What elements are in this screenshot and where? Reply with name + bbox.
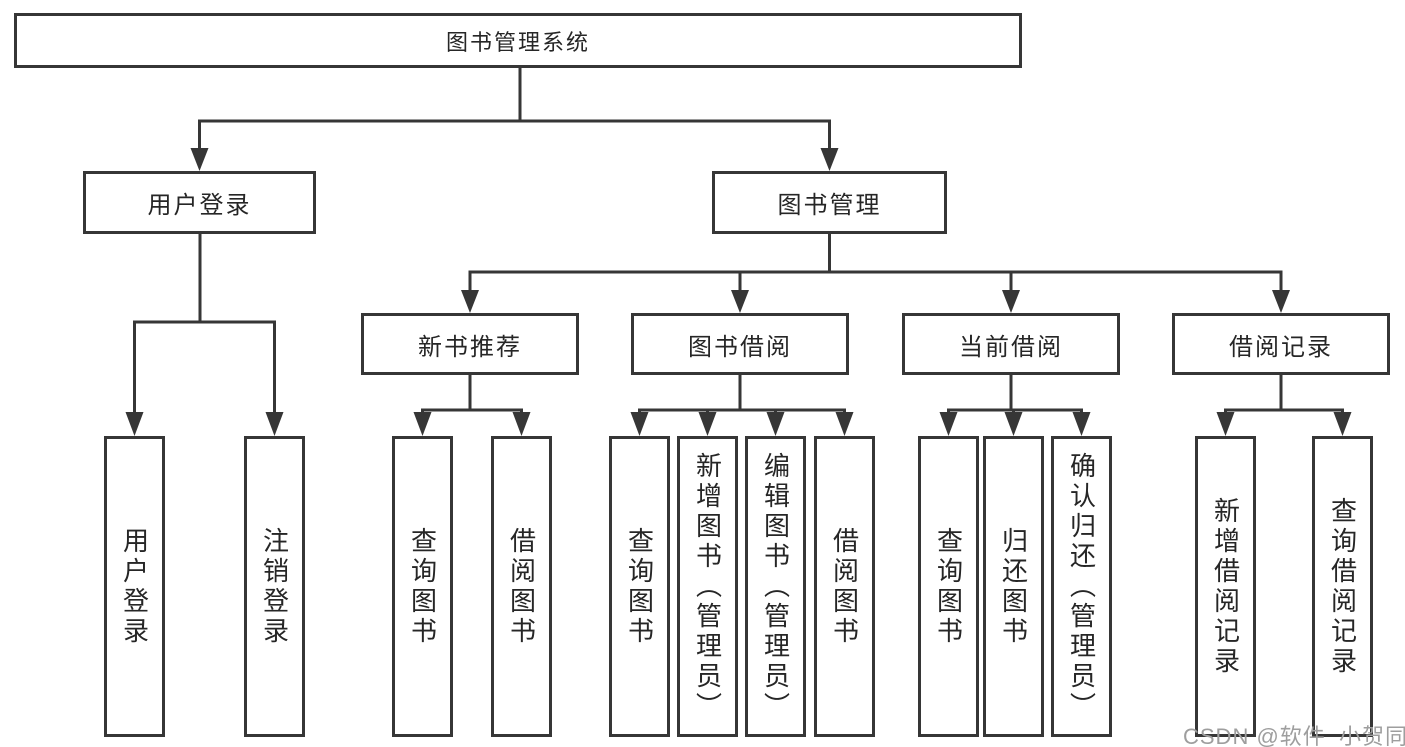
arrowheads-book-borrowing <box>630 412 854 436</box>
connector-book-management <box>468 234 1283 293</box>
arrowheads-borrowing-records <box>1216 412 1352 436</box>
leaf-user-login: 用户登录 <box>104 436 165 737</box>
leaf-borrowing-add-books-admin: 新增图书（管理员） <box>677 436 738 737</box>
connector-book-borrowing <box>638 375 846 416</box>
arrowheads-book-management <box>461 290 1290 313</box>
csdn-watermark: CSDN @软件_小贺同学 <box>1183 724 1405 747</box>
node-user-login: 用户登录 <box>83 171 316 234</box>
arrowheads-root <box>190 148 839 171</box>
arrowheads-new-book-recommendation <box>413 412 531 436</box>
leaf-logout-login: 注销登录 <box>244 436 305 737</box>
leaf-borrowing-edit-books-admin: 编辑图书（管理员） <box>745 436 806 737</box>
node-current-borrowing: 当前借阅 <box>902 313 1120 375</box>
connector-new-book-recommendation <box>421 375 523 416</box>
leaf-current-return-books: 归还图书 <box>983 436 1044 737</box>
connector-root <box>198 68 831 152</box>
node-borrowing-records: 借阅记录 <box>1172 313 1390 375</box>
leaf-current-confirm-return-admin: 确认归还（管理员） <box>1051 436 1112 737</box>
leaf-recommend-query-books: 查询图书 <box>392 436 453 737</box>
node-new-book-recommendation: 新书推荐 <box>361 313 579 375</box>
leaf-records-add-borrow-record: 新增借阅记录 <box>1195 436 1256 737</box>
leaf-borrowing-query-books: 查询图书 <box>609 436 670 737</box>
arrowheads-current-borrowing <box>939 412 1091 436</box>
node-book-management: 图书管理 <box>712 171 947 234</box>
leaf-current-query-books: 查询图书 <box>918 436 979 737</box>
leaf-records-query-borrow-record: 查询借阅记录 <box>1312 436 1373 737</box>
connector-borrowing-records <box>1224 375 1344 416</box>
leaf-borrowing-borrow-books: 借阅图书 <box>814 436 875 737</box>
node-book-borrowing: 图书借阅 <box>631 313 849 375</box>
connector-current-borrowing <box>947 375 1083 416</box>
leaf-recommend-borrow-books: 借阅图书 <box>491 436 552 737</box>
arrowheads-user-login <box>125 412 284 436</box>
node-library-management-system: 图书管理系统 <box>14 13 1022 68</box>
connector-user-login <box>133 234 276 416</box>
